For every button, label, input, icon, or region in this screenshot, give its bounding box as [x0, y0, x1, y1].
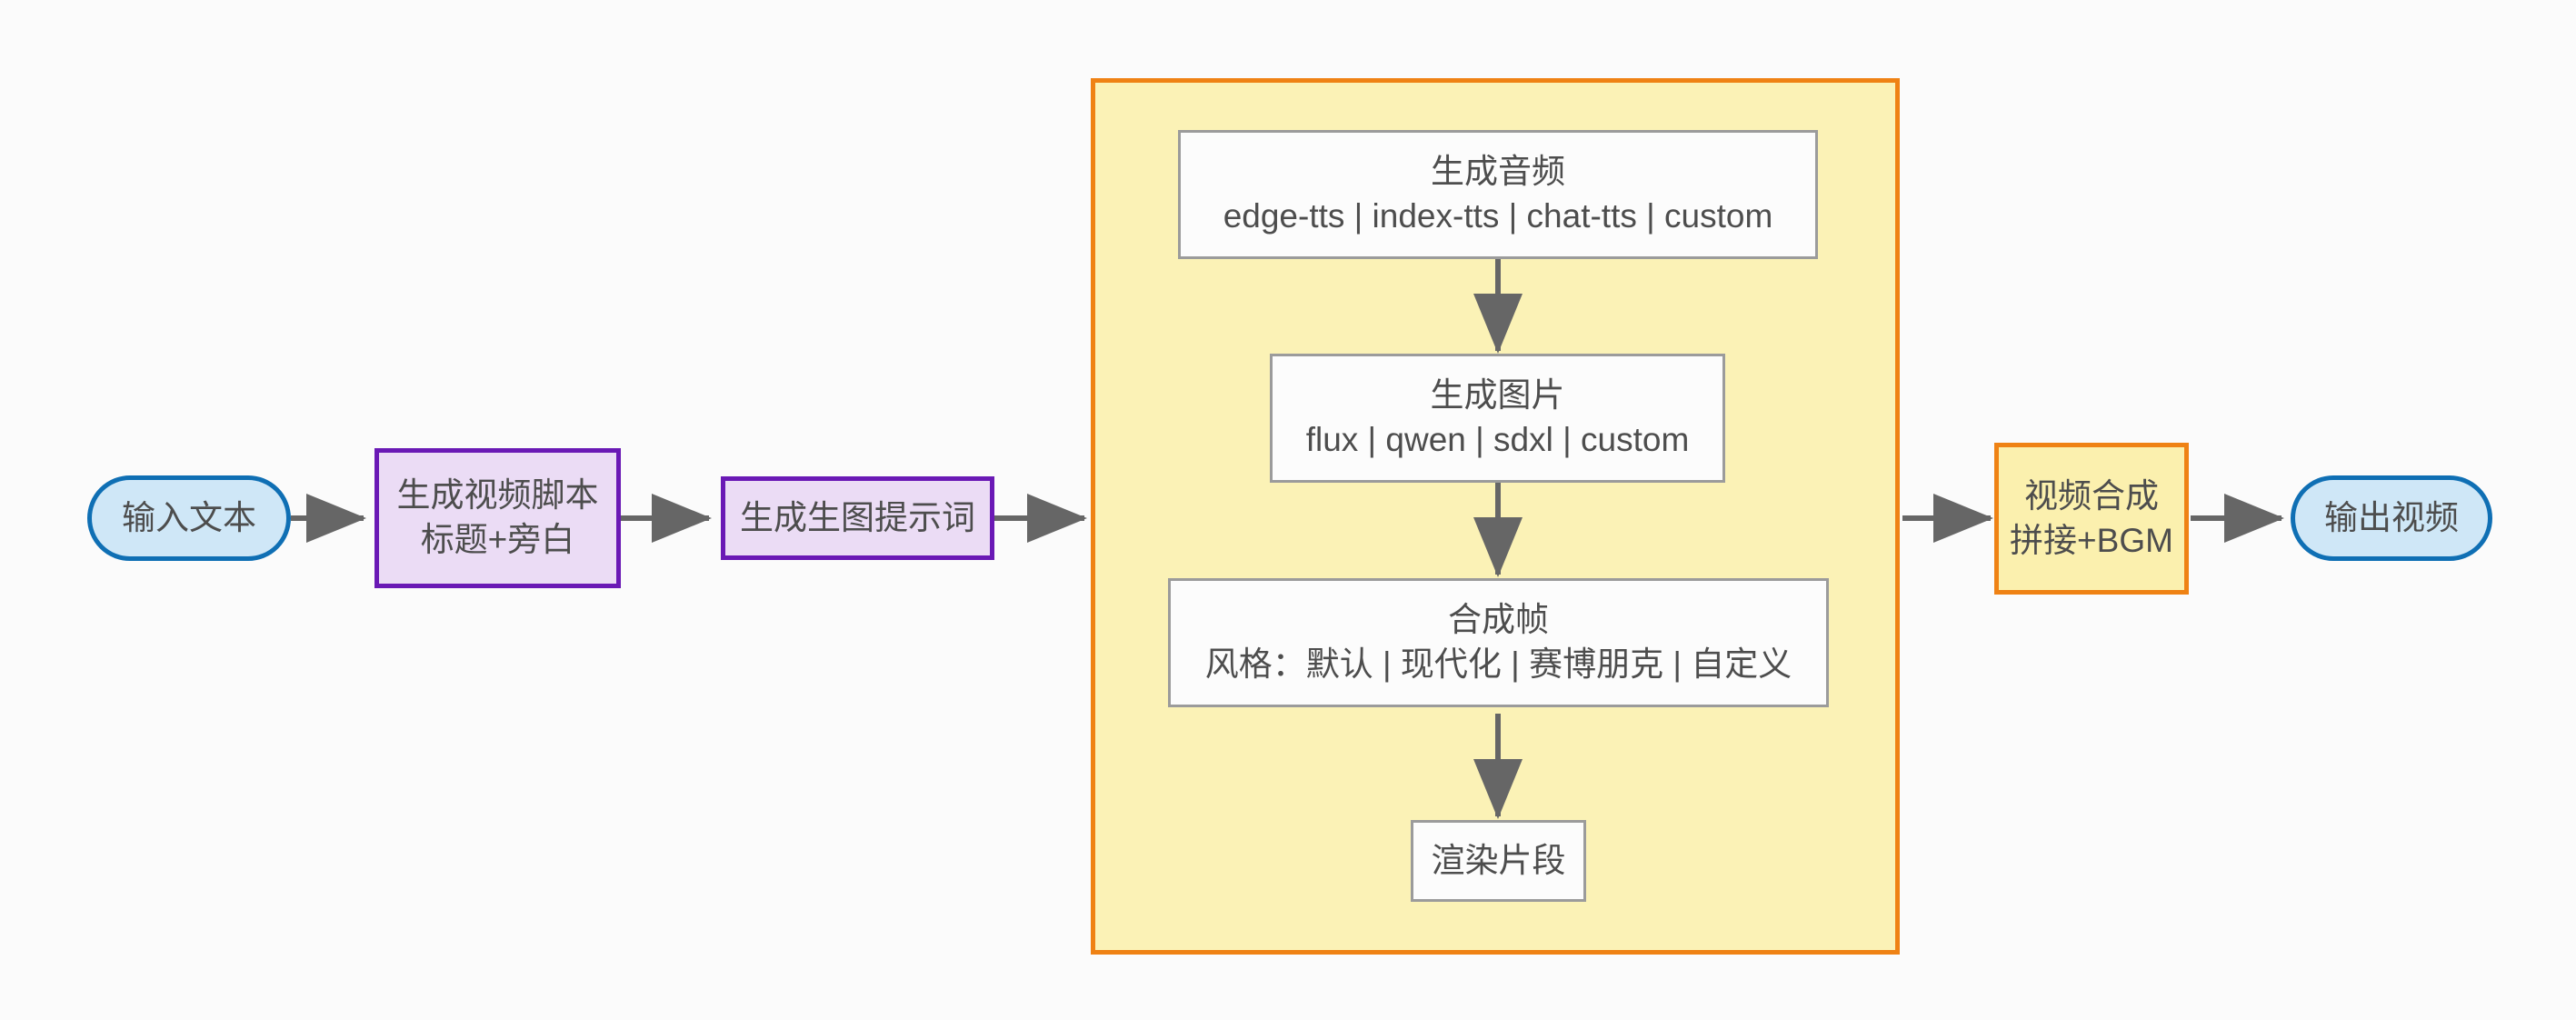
node-gen-audio-line1: 生成音频 [1431, 153, 1565, 191]
node-render-clip[interactable]: 渲染片段 [1411, 820, 1586, 902]
node-compose-frame[interactable]: 合成帧 风格：默认 | 现代化 | 赛博朋克 | 自定义 [1168, 578, 1829, 707]
node-compose-frame-line2: 风格：默认 | 现代化 | 赛博朋克 | 自定义 [1204, 645, 1792, 683]
node-script-gen-line1: 生成视频脚本 [396, 476, 599, 515]
node-input-text[interactable]: 输入文本 [87, 475, 291, 561]
node-output-video[interactable]: 输出视频 [2291, 475, 2492, 561]
node-gen-image-line2: flux | qwen | sdxl | custom [1305, 421, 1690, 458]
node-prompt-gen[interactable]: 生成生图提示词 [721, 476, 994, 560]
node-gen-image-line1: 生成图片 [1430, 376, 1565, 415]
node-gen-image[interactable]: 生成图片 flux | qwen | sdxl | custom [1270, 354, 1725, 483]
node-gen-audio[interactable]: 生成音频 edge-tts | index-tts | chat-tts | c… [1178, 130, 1818, 259]
node-render-clip-label: 渲染片段 [1431, 841, 1566, 879]
node-script-gen-line2: 标题+旁白 [420, 521, 575, 558]
node-input-text-label: 输入文本 [122, 498, 256, 536]
node-video-merge[interactable]: 视频合成 拼接+BGM [1994, 443, 2189, 595]
node-output-video-label: 输出视频 [2324, 498, 2459, 536]
node-video-merge-line2: 拼接+BGM [2010, 521, 2173, 559]
node-compose-frame-line1: 合成帧 [1448, 601, 1549, 639]
node-script-gen[interactable]: 生成视频脚本 标题+旁白 [374, 448, 621, 588]
node-prompt-gen-label: 生成生图提示词 [740, 498, 975, 536]
node-video-merge-line1: 视频合成 [2024, 476, 2159, 515]
node-gen-audio-line2: edge-tts | index-tts | chat-tts | custom [1223, 197, 1773, 235]
